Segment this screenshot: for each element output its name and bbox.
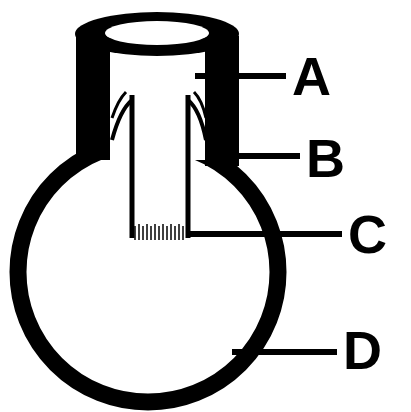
flask-opening [105, 21, 209, 45]
neck-interior [110, 40, 205, 160]
part-label: D [343, 323, 382, 377]
flask-bulb [18, 142, 278, 402]
leader-line [188, 231, 342, 237]
leader-line [232, 349, 337, 355]
tube-bristles [135, 224, 183, 240]
part-label: C [348, 207, 387, 261]
tube-flap [112, 92, 126, 118]
tube-flap [112, 100, 132, 140]
part-label: B [306, 131, 345, 185]
neck-wall [76, 36, 110, 160]
tube-flap [194, 92, 206, 118]
flask-rim [75, 12, 239, 56]
neck-wall [205, 36, 239, 166]
tube-wall [186, 95, 191, 238]
leader-line [236, 153, 300, 159]
part-label: A [292, 49, 331, 103]
tube-wall [130, 95, 135, 238]
leader-line [195, 73, 286, 79]
